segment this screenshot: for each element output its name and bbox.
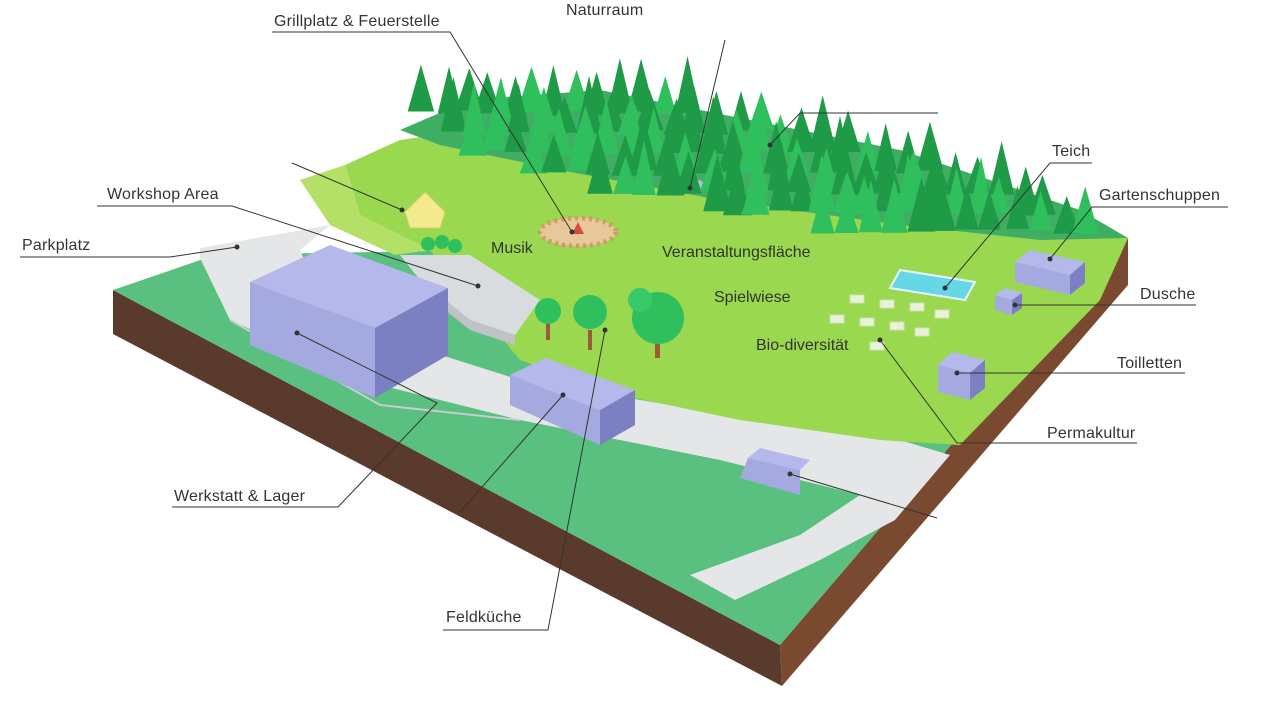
label-grillplatz: Grillplatz & Feuerstelle (274, 13, 440, 30)
conifer-forest (407, 55, 1099, 234)
label-permakultur: Permakultur (1047, 425, 1136, 442)
building-small-garage (740, 448, 810, 495)
building-feldkueche (510, 358, 635, 445)
conifer-tree (632, 139, 656, 196)
conifer-tree (790, 167, 814, 212)
conifer-tree (897, 153, 920, 212)
leader-dots (234, 142, 1053, 477)
conifer-tree (988, 141, 1015, 195)
conifer-tree (768, 161, 794, 211)
gazebo (404, 191, 446, 229)
conifer-tree (1028, 174, 1057, 215)
conifer-tree (787, 107, 816, 153)
building-gartenschuppen (1015, 250, 1085, 295)
conifer-tree (504, 114, 527, 152)
label-werkstatt-lager: Werkstatt & Lager (174, 488, 306, 505)
conifer-tree (458, 109, 487, 156)
conifer-tree (613, 156, 638, 195)
conifer-tree (563, 69, 590, 111)
conifer-tree (907, 177, 936, 232)
workshop-platform (400, 255, 540, 335)
gazebo-bushes-3 (448, 239, 462, 253)
conifer-tree (834, 196, 859, 233)
conifer-tree (748, 91, 775, 131)
conifer-tree (925, 177, 956, 231)
label-gartenschuppen: Gartenschuppen (1099, 187, 1221, 204)
building-werkstatt (250, 245, 448, 398)
label-dusche: Dusche (1140, 286, 1196, 303)
conifer-tree (810, 188, 835, 234)
label-naturraum: Naturraum (566, 2, 644, 19)
label-teich: Teich (1052, 143, 1091, 160)
pond (888, 268, 977, 302)
conifer-tree (977, 189, 1001, 230)
permaculture-beds (829, 294, 950, 351)
conifer-tree (462, 82, 486, 135)
conifer-tree (519, 135, 548, 174)
conifer-tree (741, 170, 770, 215)
conifer-tree (808, 153, 836, 212)
area-label-musik: Musik (491, 240, 533, 257)
conifer-tree (566, 131, 595, 171)
conifer-tree (955, 185, 979, 230)
gazebo-bushes-1 (421, 237, 435, 251)
building-toilletten (938, 352, 985, 400)
label-parkplatz: Parkplatz (22, 237, 91, 254)
conifer-tree (541, 134, 567, 173)
conifer-tree (407, 64, 435, 112)
conifer-tree (587, 146, 613, 194)
deciduous-trees (535, 288, 684, 358)
label-workshop-area: Workshop Area (107, 186, 219, 203)
conifer-tree (675, 150, 702, 194)
conifer-tree (851, 152, 881, 194)
conifer-tree (507, 83, 530, 133)
area-label-biodiversitaet: Bio-diversität (756, 337, 849, 354)
label-toilletten: Toilletten (1117, 355, 1183, 372)
conifer-tree (1029, 190, 1053, 230)
conifer-tree (881, 178, 908, 233)
fire-pit-flame (572, 222, 584, 234)
conifer-tree (703, 154, 732, 212)
conifer-tree (1071, 186, 1099, 234)
conifer-tree (482, 100, 507, 151)
conifer-tree (858, 179, 883, 233)
gazebo-bushes-2 (435, 235, 449, 249)
conifer-tree (831, 138, 859, 195)
conifer-tree (656, 140, 685, 196)
meadow-terrace (300, 165, 430, 255)
area-label-veranstaltungsflaeche: Veranstaltungsfläche (662, 244, 811, 261)
workshop-wall (420, 280, 515, 345)
conifer-tree (855, 131, 881, 175)
label-feldkueche: Feldküche (446, 609, 522, 626)
conifer-tree (945, 167, 968, 215)
conifer-tree (874, 123, 897, 171)
conifer-tree (833, 171, 861, 213)
conifer-tree (1053, 195, 1081, 234)
conifer-tree (516, 66, 547, 113)
area-label-spielwiese: Spielwiese (714, 289, 791, 306)
conifer-tree (440, 77, 467, 132)
conifer-tree (629, 113, 658, 171)
leader-lines (20, 31, 1228, 631)
conifer-tree (654, 76, 677, 115)
soil-front-face (113, 290, 782, 686)
conifer-tree (1006, 185, 1029, 230)
